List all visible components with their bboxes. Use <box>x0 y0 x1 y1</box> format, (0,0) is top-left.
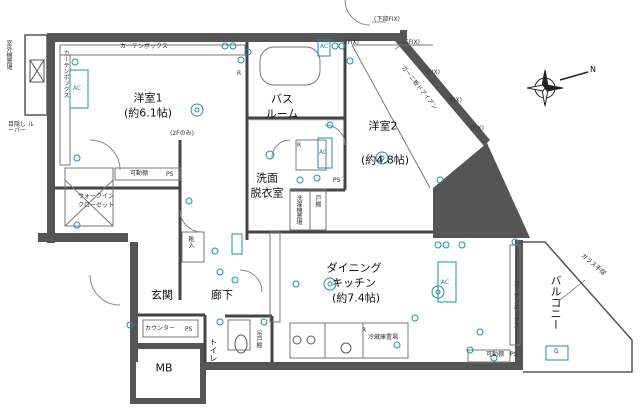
fix-label-5: (FIX) <box>345 39 360 46</box>
ps-label-4: PS <box>510 351 518 358</box>
ac-label-3: AC <box>441 279 450 286</box>
exterior-walls <box>38 30 523 370</box>
r-label-1: R <box>237 70 242 77</box>
ac-label-2: AC <box>319 149 328 156</box>
louver-label: 目隠し ルーバー <box>8 121 34 134</box>
leader-lines <box>372 21 586 301</box>
fix-label-1: (FIX) <box>406 39 421 46</box>
compass-icon <box>526 69 589 107</box>
ps-label-2: PS <box>333 177 341 184</box>
fridge-label: 冷蔵庫置場 <box>368 334 399 341</box>
room-kitchen-label: キッチン <box>332 276 376 290</box>
room-yoshitsu2-label: 洋室2 <box>368 119 398 133</box>
ac-label-4: AC <box>320 43 329 50</box>
kutsuire-label: 靴入 <box>187 236 194 248</box>
hanging-cabinet-label: 吊戸棚 <box>255 330 262 348</box>
second-floor-only-label: (2Fのみ) <box>170 130 194 137</box>
compass-north-label: N <box>590 65 596 74</box>
electrical-symbols <box>69 39 569 362</box>
movable-shelf-2: 可動棚 <box>486 351 505 358</box>
closet-label: クローゼット <box>77 202 115 209</box>
curtain-box-right: カーテンボックス <box>512 280 519 328</box>
door-swings <box>89 0 371 306</box>
room-mb-label: MB <box>155 361 173 375</box>
room-yoshitsu2-size: (約4.8帖) <box>360 153 410 167</box>
room-datsui-label: 脱衣室 <box>250 186 284 200</box>
room-yoshitsu1-size: (約6.1帖) <box>123 106 173 120</box>
room-dining-size: (約7.4帖) <box>331 291 381 305</box>
balcony-outline <box>523 241 633 373</box>
counter-label: カウンター <box>145 325 176 332</box>
column-block <box>433 143 530 238</box>
washer-label: 洗濯機置場 <box>295 195 302 225</box>
outdoor-unit <box>24 34 48 116</box>
ps-label-1: PS <box>166 171 174 178</box>
room-dining-label: ダイニング <box>326 261 382 275</box>
curtain-box-left: カーテンボックス <box>62 50 69 98</box>
fix-label-4: (FIX) <box>470 125 485 132</box>
r-label-2: R <box>297 142 302 149</box>
room-bath-label: バス <box>271 92 293 106</box>
fix-bottom-label: (下部FIX) <box>374 16 401 23</box>
curtain-box-top: カーテンボックス <box>120 43 168 50</box>
cabinet-label: 戸棚 <box>314 195 321 207</box>
room-senmen-label: 洗面 <box>256 171 278 185</box>
diagonal-wall <box>347 33 490 146</box>
r-label-3: R <box>362 327 367 334</box>
room-rouka-label: 廊下 <box>211 288 233 302</box>
thin-lines <box>59 44 521 363</box>
room-toilet-label: トイレ <box>209 338 218 362</box>
movable-shelf-1: 可動棚 <box>130 170 149 177</box>
g-label-1: G <box>554 348 559 355</box>
room-yoshitsu1-label: 洋室1 <box>133 91 163 105</box>
interior-walls <box>55 42 433 362</box>
fix-label-2: (FIX) <box>426 69 441 76</box>
toilet-bowl <box>234 334 248 354</box>
room-genkan-label: 玄関 <box>151 288 173 302</box>
room-bath-label-2: ルーム <box>265 107 299 121</box>
walkin-label: ウォークイン <box>77 193 115 200</box>
outdoor-unit-label: 室外機置場 <box>5 40 12 70</box>
mb-wall <box>130 343 206 404</box>
stove <box>292 335 352 354</box>
ps-label-3: PS <box>185 326 193 333</box>
ac-label-1: AC <box>73 85 82 92</box>
fix-label-3: (FIX) <box>448 97 463 104</box>
room-balcony-label: バルコニー <box>549 275 562 330</box>
